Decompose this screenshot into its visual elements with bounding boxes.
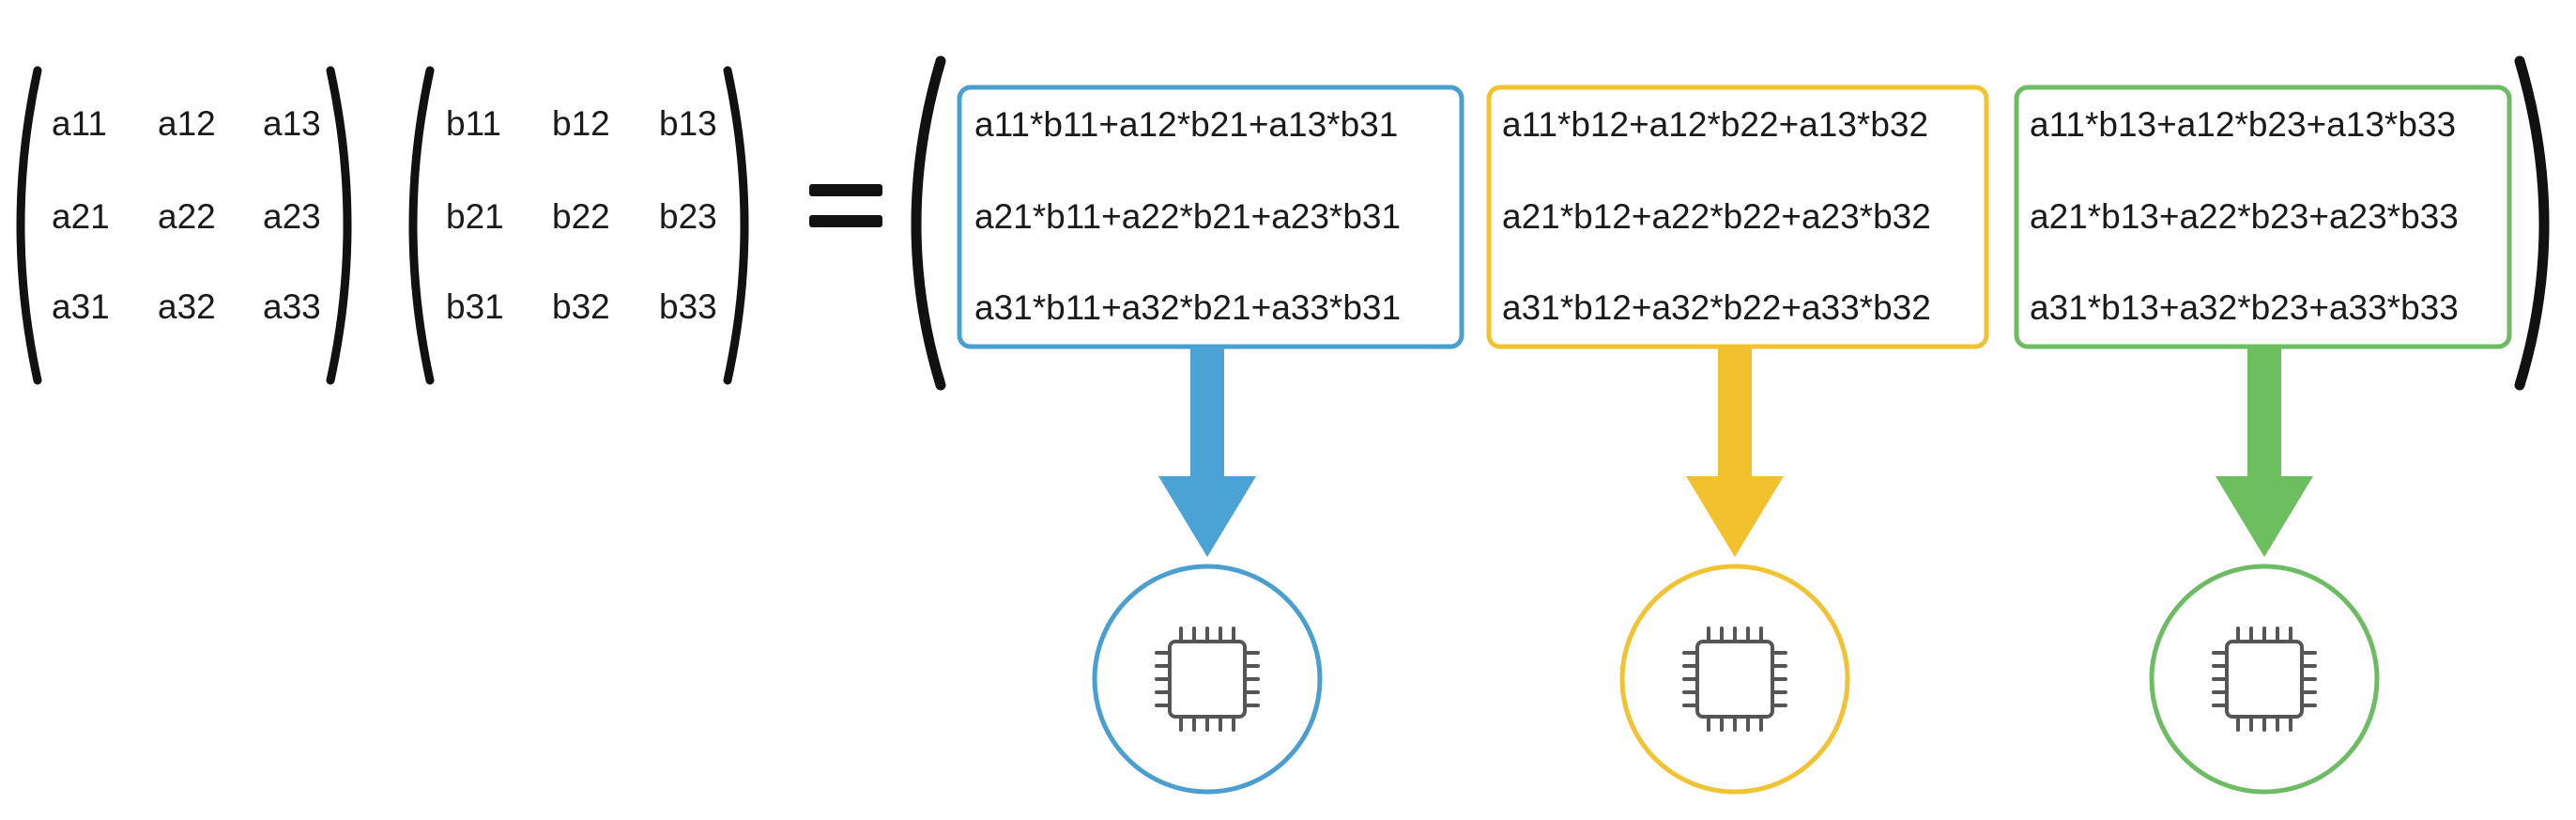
result-left-paren [911,55,946,391]
matrix-b-cell: b11 [446,104,501,143]
cpu-chip-icon [1619,564,1850,795]
matrix-a-cell: a11 [52,104,107,143]
result-right-paren [2514,55,2550,391]
down-arrow-icon [1158,347,1256,557]
cpu-chip-icon [1092,564,1323,795]
matrix-a-cell: a22 [158,197,216,236]
matrix-a: a11 a12 a13 a21 a22 a23 a31 a32 a33 [16,66,352,385]
result-entry: a31*b13+a32*b23+a33*b33 [2030,288,2459,327]
result-entry: a11*b12+a12*b22+a13*b32 [1502,105,1928,144]
result-entry: a21*b13+a22*b23+a23*b33 [2030,197,2459,236]
result-column-1: a11*b11+a12*b21+a13*b31 a21*b11+a22*b21+… [957,85,1464,795]
result-entry: a21*b12+a22*b22+a23*b32 [1502,197,1931,236]
matrix-a-cell: a21 [52,197,110,236]
matrix-a-left-paren [16,66,42,385]
matrix-b-cell: b12 [552,104,610,143]
matrix-b: b11 b12 b13 b21 b22 b23 b31 b32 b33 [408,66,749,385]
matrix-a-cell: a23 [263,197,321,236]
cpu-chip-icon [2149,564,2380,795]
result-entry: a31*b11+a32*b21+a33*b31 [974,288,1401,327]
matrix-b-cell: b13 [659,104,717,143]
matrix-b-cell: b31 [446,287,504,326]
matrix-a-cell: a12 [158,104,216,143]
down-arrow-icon [2216,347,2313,557]
result-entry: a21*b11+a22*b21+a23*b31 [974,197,1401,236]
down-arrow-icon [1686,347,1784,557]
matrix-a-right-paren [326,66,352,385]
result-column-3: a11*b13+a12*b23+a13*b33 a21*b13+a22*b23+… [2014,85,2512,795]
result-entry: a11*b11+a12*b21+a13*b31 [974,105,1398,144]
matrix-a-cell: a32 [158,287,216,326]
matrix-b-left-paren [408,66,435,385]
matrix-b-cell: b33 [659,287,717,326]
matrix-a-cell: a13 [263,104,321,143]
matrix-a-cell: a33 [263,287,321,326]
equals-sign-icon [809,184,882,227]
matrix-b-cell: b23 [659,197,717,236]
matrix-a-cell: a31 [52,287,110,326]
matrix-b-cell: b22 [552,197,610,236]
matrix-b-cell: b32 [552,287,610,326]
matrix-b-right-paren [723,66,749,385]
result-entry: a11*b13+a12*b23+a13*b33 [2030,105,2456,144]
result-column-2: a11*b12+a12*b22+a13*b32 a21*b12+a22*b22+… [1486,85,1989,795]
matrix-b-cell: b21 [446,197,504,236]
result-entry: a31*b12+a32*b22+a33*b32 [1502,288,1931,327]
